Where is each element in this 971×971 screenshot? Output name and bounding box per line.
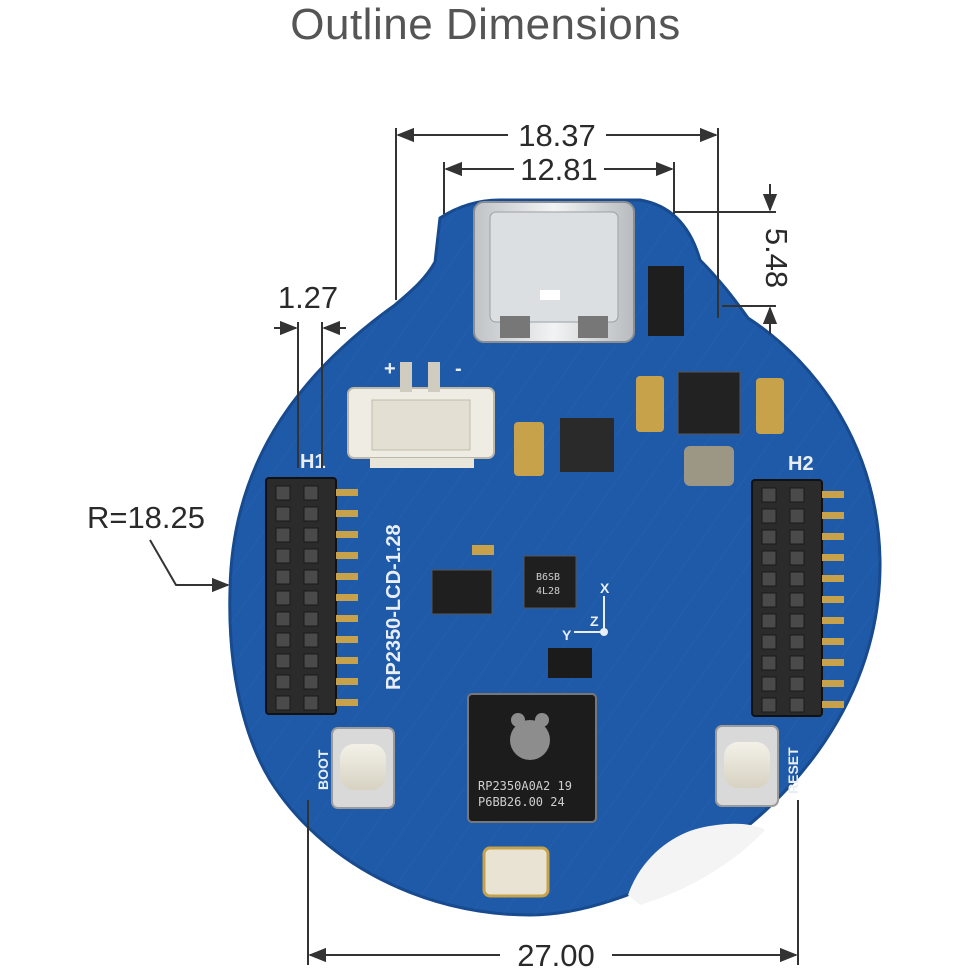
dim-usb-protrusion: 5.48 (759, 228, 794, 288)
header-socket (761, 508, 777, 524)
header-h2-label: H2 (788, 453, 814, 475)
header-socket (789, 592, 805, 608)
header-pin-pad (336, 510, 358, 517)
header-socket (303, 632, 319, 648)
header-pin-pad (822, 596, 844, 603)
small-components (431, 266, 784, 898)
battery-plus-label: + (384, 358, 396, 380)
header-socket (789, 697, 805, 713)
header-socket (275, 611, 291, 627)
header-pin-pad (336, 552, 358, 559)
header-socket (275, 485, 291, 501)
header-socket (789, 571, 805, 587)
battery-connector (347, 362, 495, 468)
header-pin-pad (336, 531, 358, 538)
header-socket (303, 548, 319, 564)
axis-z-label: Z (590, 613, 599, 629)
header-socket (303, 485, 319, 501)
chip-marking-2: P6BB26.00 24 (478, 795, 565, 809)
header-socket (275, 569, 291, 585)
header-socket (789, 676, 805, 692)
page-title: Outline Dimensions (290, 0, 681, 49)
header-pin-pad (336, 573, 358, 580)
header-socket (275, 653, 291, 669)
header-pin-pad (336, 678, 358, 685)
reset-label: RESET (785, 747, 801, 794)
header-socket (275, 695, 291, 711)
header-socket (303, 569, 319, 585)
header-pin-pad (822, 617, 844, 624)
header-socket (303, 590, 319, 606)
header-socket (303, 611, 319, 627)
header-socket (761, 550, 777, 566)
reset-button (715, 725, 779, 807)
dim-board-width: 27.00 (517, 938, 595, 971)
header-pin-pad (336, 615, 358, 622)
axis-indicator (574, 596, 608, 636)
header-socket (275, 548, 291, 564)
header-socket (275, 506, 291, 522)
header-pin-pad (822, 638, 844, 645)
header-socket (275, 674, 291, 690)
header-socket (789, 508, 805, 524)
header-socket (789, 613, 805, 629)
header-socket (275, 590, 291, 606)
boot-button (331, 727, 395, 809)
header-pin-pad (822, 533, 844, 540)
dim-radius: R=18.25 (87, 500, 205, 535)
header-socket (303, 527, 319, 543)
axis-y-label: Y (562, 627, 572, 643)
header-socket (789, 487, 805, 503)
header-pin-pad (336, 636, 358, 643)
header-pin-pad (336, 657, 358, 664)
header-pin-pad (822, 575, 844, 582)
header-pin-pad (822, 659, 844, 666)
header-socket (275, 527, 291, 543)
header-socket (303, 674, 319, 690)
header-socket (789, 550, 805, 566)
header-socket (761, 613, 777, 629)
header-socket (761, 676, 777, 692)
header-socket (761, 487, 777, 503)
header-socket (761, 571, 777, 587)
header-h2 (751, 479, 844, 717)
header-socket (789, 529, 805, 545)
header-pin-pad (822, 491, 844, 498)
header-pin-pad (822, 512, 844, 519)
header-socket (761, 697, 777, 713)
header-socket (275, 632, 291, 648)
header-socket (303, 695, 319, 711)
header-pin-pad (336, 489, 358, 496)
dim-overall-top-width: 18.37 (518, 118, 596, 153)
header-socket (761, 592, 777, 608)
rp2350-chip (467, 693, 597, 823)
imu-marking-1: B6SB (536, 572, 560, 583)
header-pin-pad (336, 699, 358, 706)
header-pin-pad (822, 701, 844, 708)
header-pin-pad (822, 554, 844, 561)
header-socket (761, 634, 777, 650)
header-socket (761, 529, 777, 545)
dim-header-pitch: 1.27 (278, 280, 338, 315)
imu-marking-2: 4L28 (536, 586, 560, 597)
board-model-label: RP2350-LCD-1.28 (383, 524, 405, 690)
header-socket (303, 506, 319, 522)
header-h1 (265, 477, 358, 715)
dimension-lines (149, 127, 799, 965)
battery-minus-label: - (455, 358, 462, 380)
header-socket (303, 653, 319, 669)
header-socket (789, 634, 805, 650)
boot-label: BOOT (315, 749, 331, 790)
chip-marking-1: RP2350A0A2 19 (478, 779, 572, 793)
usb-c-connector (473, 201, 635, 343)
header-socket (761, 655, 777, 671)
dim-usb-width: 12.81 (520, 152, 598, 187)
axis-x-label: X (600, 580, 610, 596)
header-pin-pad (336, 594, 358, 601)
header-pin-pad (822, 680, 844, 687)
header-socket (789, 655, 805, 671)
header-h1-label: H1 (300, 451, 326, 473)
